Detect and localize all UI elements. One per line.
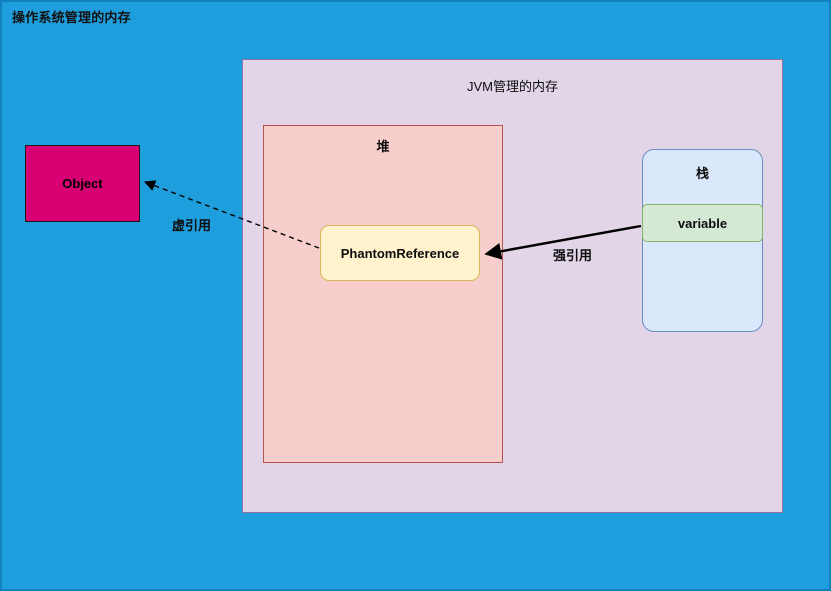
heap-label: 堆 [376, 139, 390, 154]
edge-label-phantom-reference: 虚引用 [172, 218, 212, 233]
object-node[interactable]: Object [25, 145, 140, 222]
object-node-label: Object [62, 176, 103, 191]
edge-label-strong-reference: 强引用 [553, 248, 593, 263]
jvm-memory-label: JVM管理的内存 [466, 79, 558, 94]
variable-node[interactable]: variable [642, 204, 763, 242]
os-memory-title: 操作系统管理的内存 [12, 10, 131, 25]
heap-container: 堆 [263, 125, 503, 463]
stack-label: 栈 [695, 166, 709, 181]
variable-node-label: variable [677, 215, 728, 231]
phantom-reference-node-label: PhantomReference [340, 245, 460, 261]
phantom-reference-node[interactable]: PhantomReference [320, 225, 480, 281]
